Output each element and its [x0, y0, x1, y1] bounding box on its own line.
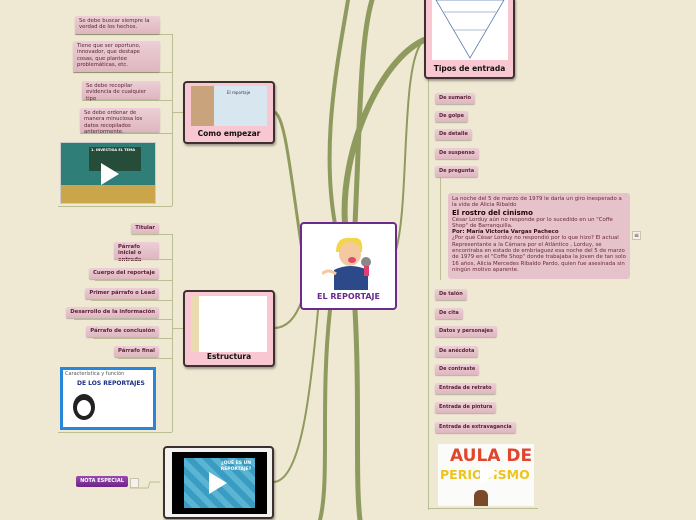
example-note[interactable]: La noche del 5 de marzo de 1979 le daría…	[448, 193, 630, 279]
branch-top-1	[352, 0, 375, 227]
list-item[interactable]: De golpe	[435, 111, 468, 122]
connector	[172, 34, 173, 206]
connector	[172, 234, 173, 432]
note-intro: La noche del 5 de marzo de 1979 le daría…	[452, 196, 622, 209]
note-icon[interactable]	[130, 478, 139, 488]
video-title: ¿QUÉ ES UN REPORTAJE?	[220, 461, 252, 472]
connector	[80, 133, 172, 134]
connector	[93, 338, 172, 339]
reporter-illustration	[322, 237, 371, 290]
list-item[interactable]: Primer párrafo o Lead	[85, 288, 159, 299]
play-icon	[101, 163, 119, 185]
hand-graphic	[474, 490, 488, 506]
branch-right	[395, 39, 425, 251]
connector	[133, 234, 172, 235]
note-heading: El rostro del cinismo	[452, 208, 533, 217]
central-title: EL REPORTAJE	[317, 292, 380, 301]
video-thumbnail: ¿QUÉ ES UN REPORTAJE?	[184, 458, 255, 508]
node-label: Como empezar	[197, 129, 261, 138]
node-estructura[interactable]: Estructura	[183, 290, 275, 367]
branch-top-2	[327, 0, 350, 226]
image-title: Característica y función	[65, 371, 125, 377]
list-item[interactable]: Párrafo de conclusión	[86, 326, 159, 337]
face-graphic	[77, 400, 91, 416]
connector	[440, 178, 441, 280]
list-item[interactable]: De contraste	[435, 364, 480, 375]
list-item[interactable]: Entrada de extravagancia	[435, 422, 516, 433]
connector	[428, 508, 538, 509]
list-item[interactable]: Datos y personajes	[435, 326, 497, 337]
list-item[interactable]: Entrada de retrato	[435, 383, 496, 394]
books-graphic	[61, 185, 155, 203]
connector	[58, 432, 172, 433]
branch-video	[273, 309, 319, 483]
list-item[interactable]: Titular	[131, 223, 159, 234]
reportaje-image: El reportaje	[191, 86, 267, 126]
list-item[interactable]: Tiene que ser oportuno, innovador, que d…	[73, 41, 160, 72]
central-node[interactable]: EL REPORTAJE	[300, 222, 397, 310]
list-item[interactable]: De cita	[435, 308, 463, 319]
list-item[interactable]: De sumario	[435, 93, 476, 104]
aula-periodismo-video[interactable]: AULA DE PERIODISMO	[438, 444, 534, 506]
list-item[interactable]: Se debe recopilar evidencia de cualquier…	[82, 81, 160, 102]
estructura-text-image	[191, 296, 267, 352]
connector	[73, 72, 172, 73]
branch-bottom-2	[352, 307, 363, 520]
image-caption: El reportaje	[227, 90, 251, 95]
connector	[75, 34, 172, 35]
node-label: Tipos de entrada	[433, 64, 506, 73]
list-item[interactable]: De suspenso	[435, 148, 479, 159]
note-body: ¿Por qué César Lorduy no respondió por l…	[452, 235, 626, 273]
node-label: Estructura	[206, 352, 252, 361]
connector	[95, 280, 172, 281]
connector	[428, 78, 429, 510]
branch-como-empezar	[272, 110, 304, 252]
connector	[74, 319, 172, 320]
video-title: AULA DE	[450, 446, 533, 466]
note-icon[interactable]: ≡	[632, 231, 641, 240]
connector	[114, 259, 172, 260]
branch-estructura	[273, 299, 303, 329]
connector	[118, 358, 172, 359]
list-item[interactable]: De anécdota	[435, 346, 479, 357]
branch-tipos	[341, 37, 427, 227]
list-item[interactable]: De pregunta	[435, 166, 479, 177]
caracteristicas-image[interactable]: Característica y función DE LOS REPORTAJ…	[60, 367, 156, 430]
node-video[interactable]: ¿QUÉ ES UN REPORTAJE?	[163, 446, 274, 519]
note-author: Por: María Victoria Vargas Pacheco	[452, 229, 559, 236]
note-subtitle: César Lorduy aún no responde por lo suce…	[452, 216, 613, 229]
connector	[172, 328, 184, 329]
list-item[interactable]: Desarrollo de la información	[66, 307, 159, 318]
node-como-empezar[interactable]: El reportaje Como empezar	[183, 81, 275, 144]
nota-especial-tag[interactable]: NOTA ESPECIAL	[76, 476, 128, 487]
list-item[interactable]: Se debe ordenar de manera minuciosa los …	[80, 108, 160, 135]
list-item[interactable]: De talón	[435, 289, 467, 300]
piramide-invertida-image	[432, 0, 508, 60]
list-item[interactable]: Se debe buscar siempre la verdad de los …	[75, 16, 160, 34]
list-item[interactable]: Párrafo inicial o entrada	[114, 242, 159, 263]
image-title: DE LOS REPORTAJES	[77, 380, 145, 387]
list-item[interactable]: Párrafo final	[114, 346, 159, 357]
connector	[82, 100, 172, 101]
video-player[interactable]: ¿QUÉ ES UN REPORTAJE?	[172, 452, 267, 514]
video-thumbnail[interactable]: 1. INVESTIGA EL TEMA	[60, 142, 156, 204]
connector	[172, 112, 184, 113]
tag-connector	[129, 481, 161, 489]
play-icon	[209, 472, 227, 494]
node-tipos-de-entrada[interactable]: Tipos de entrada	[424, 0, 515, 79]
list-item[interactable]: Cuerpo del reportaje	[89, 268, 159, 279]
connector	[58, 206, 172, 207]
list-item[interactable]: De detalle	[435, 129, 472, 140]
connector	[91, 300, 172, 301]
play-icon	[480, 462, 498, 484]
branch-bottom-1	[318, 308, 332, 520]
list-item[interactable]: Entrada de pintura	[435, 402, 497, 413]
